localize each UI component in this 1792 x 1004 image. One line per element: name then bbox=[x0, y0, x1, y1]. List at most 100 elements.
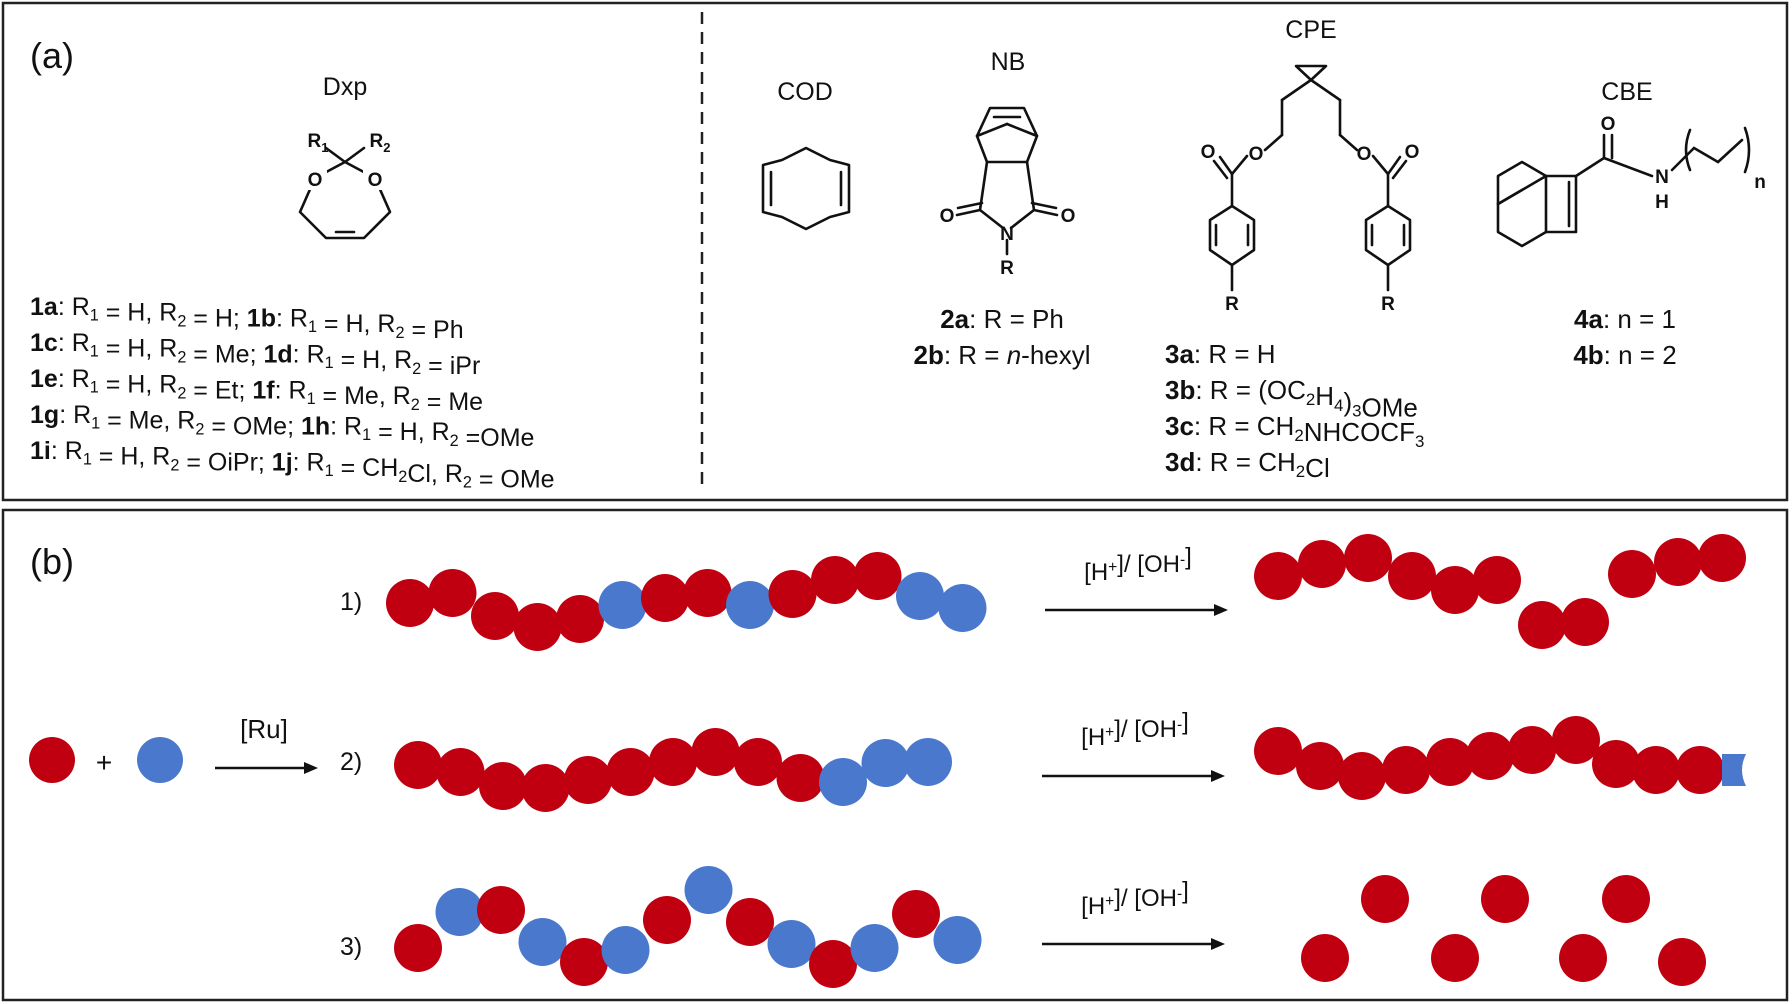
red-fragment bbox=[1254, 727, 1302, 775]
svg-text:[H+]/ [OH-]: [H+]/ [OH-] bbox=[1081, 708, 1189, 751]
catalyst-label: [Ru] bbox=[240, 714, 288, 744]
svg-text:[H+]/ [OH-]: [H+]/ [OH-] bbox=[1084, 543, 1192, 586]
red-monomer-product bbox=[1481, 875, 1529, 923]
nb-name: NB bbox=[991, 48, 1026, 76]
red-fragment bbox=[1552, 716, 1600, 764]
panel-b-label: (b) bbox=[30, 541, 74, 582]
red-fragment bbox=[1592, 740, 1640, 788]
red-monomer bbox=[29, 737, 75, 783]
blue-unit bbox=[850, 924, 899, 972]
blue-unit bbox=[819, 758, 867, 806]
blue-unit bbox=[933, 916, 982, 964]
red-unit bbox=[892, 890, 940, 938]
dxp-name: Dxp bbox=[323, 73, 367, 101]
svg-text:O: O bbox=[1201, 142, 1216, 163]
cbe-name: CBE bbox=[1601, 78, 1652, 106]
blue-unit bbox=[598, 581, 647, 629]
panel-a-label: (a) bbox=[30, 35, 74, 76]
cpe-legend-entry: 3a: R = H bbox=[1165, 339, 1276, 369]
red-monomer-product bbox=[1602, 875, 1650, 923]
red-fragment bbox=[1298, 540, 1346, 588]
red-fragment bbox=[1254, 552, 1302, 600]
red-unit bbox=[479, 762, 527, 810]
red-fragment bbox=[1518, 601, 1566, 649]
cpe-legend-entry: 3c: R = CH2NHCOCF3 bbox=[1165, 411, 1424, 451]
red-monomer-product bbox=[1559, 934, 1607, 982]
blue-unit bbox=[767, 920, 816, 968]
cpe-name: CPE bbox=[1285, 16, 1336, 44]
red-fragment bbox=[1431, 566, 1479, 614]
nb-legend-entry: 2b: R = n-hexyl bbox=[913, 340, 1090, 370]
red-unit bbox=[649, 738, 697, 786]
blue-unit bbox=[518, 918, 567, 966]
red-fragment bbox=[1654, 538, 1702, 586]
red-unit bbox=[477, 886, 525, 934]
red-fragment bbox=[1388, 552, 1436, 600]
degradation-arrow-1: [H+]/ [OH-] bbox=[1045, 543, 1228, 616]
cod-structure: COD bbox=[761, 78, 851, 231]
svg-text:O: O bbox=[1405, 142, 1420, 163]
red-unit bbox=[809, 940, 857, 988]
panel-a-frame bbox=[1, 1, 1789, 502]
dxp-legend-entry: 1c: R1 = H, R2 = Me; 1d: R1 = H, R2 = iP… bbox=[30, 329, 480, 380]
blue-monomer bbox=[137, 737, 183, 783]
red-monomer-product bbox=[1361, 875, 1409, 923]
red-unit bbox=[521, 764, 570, 812]
cpe-structure: CPE O O O O R R bbox=[1201, 16, 1420, 315]
red-unit bbox=[606, 748, 655, 796]
cbe-legend-entry: 4b: n = 2 bbox=[1573, 340, 1676, 370]
cpe-legend-entry: 3b: R = (OC2H4)3OMe bbox=[1165, 375, 1418, 423]
red-unit bbox=[428, 569, 477, 617]
dxp-legend-entry: 1a: R1 = H, R2 = H; 1b: R1 = H, R2 = Ph bbox=[30, 293, 464, 344]
red-unit bbox=[386, 579, 434, 627]
dxp-structure: Dxp O O R1 R2 bbox=[298, 73, 392, 240]
dxp-legend-entry: 1i: R1 = H, R2 = OiPr; 1j: R1 = CH2Cl, R… bbox=[30, 437, 555, 493]
svg-text:[H+]/ [OH-]: [H+]/ [OH-] bbox=[1081, 877, 1189, 920]
polymerization-arrow bbox=[215, 762, 318, 774]
svg-text:O: O bbox=[368, 170, 383, 191]
cod-name: COD bbox=[777, 78, 833, 106]
red-unit bbox=[436, 748, 485, 796]
svg-text:O: O bbox=[1249, 144, 1264, 165]
red-unit bbox=[768, 570, 817, 618]
red-unit bbox=[641, 574, 689, 622]
blue-end-cap bbox=[1722, 754, 1746, 786]
red-unit bbox=[471, 592, 519, 640]
red-fragment bbox=[1676, 746, 1724, 794]
svg-text:n: n bbox=[1754, 172, 1766, 193]
blue-unit bbox=[896, 572, 944, 620]
red-unit bbox=[683, 569, 732, 617]
degradation-arrow-3: [H+]/ [OH-] bbox=[1042, 877, 1225, 950]
degradation-products bbox=[1254, 534, 1746, 986]
panel-b-frame bbox=[1, 508, 1789, 1002]
blue-unit bbox=[904, 738, 952, 786]
cpe-legend-entry: 3d: R = CH2Cl bbox=[1165, 447, 1330, 483]
route-3-label: 3) bbox=[340, 933, 362, 961]
degradation-arrow-2: [H+]/ [OH-] bbox=[1042, 708, 1225, 782]
red-unit bbox=[643, 896, 691, 944]
red-unit bbox=[691, 728, 740, 776]
svg-text:R: R bbox=[1225, 294, 1239, 315]
svg-text:N: N bbox=[1655, 167, 1669, 188]
red-fragment bbox=[1632, 746, 1680, 794]
red-fragment bbox=[1426, 738, 1474, 786]
route-2-label: 2) bbox=[340, 748, 362, 776]
cbe-structure: CBE O N H n bbox=[1498, 78, 1766, 248]
svg-text:R: R bbox=[1000, 258, 1014, 279]
red-unit bbox=[560, 938, 608, 986]
red-unit bbox=[734, 738, 782, 786]
red-monomer-product bbox=[1658, 938, 1706, 986]
svg-text:R: R bbox=[1381, 294, 1395, 315]
red-fragment bbox=[1296, 742, 1344, 790]
dxp-legend-entry: 1e: R1 = H, R2 = Et; 1f: R1 = Me, R2 = M… bbox=[30, 365, 483, 416]
red-fragment bbox=[1473, 556, 1521, 604]
blue-unit bbox=[861, 739, 910, 787]
svg-text:O: O bbox=[308, 170, 323, 191]
svg-text:O: O bbox=[1061, 206, 1076, 227]
cbe-legend-entry: 4a: n = 1 bbox=[1574, 304, 1676, 334]
blue-unit bbox=[726, 581, 774, 629]
red-unit bbox=[513, 603, 562, 651]
red-monomer-product bbox=[1431, 934, 1479, 982]
